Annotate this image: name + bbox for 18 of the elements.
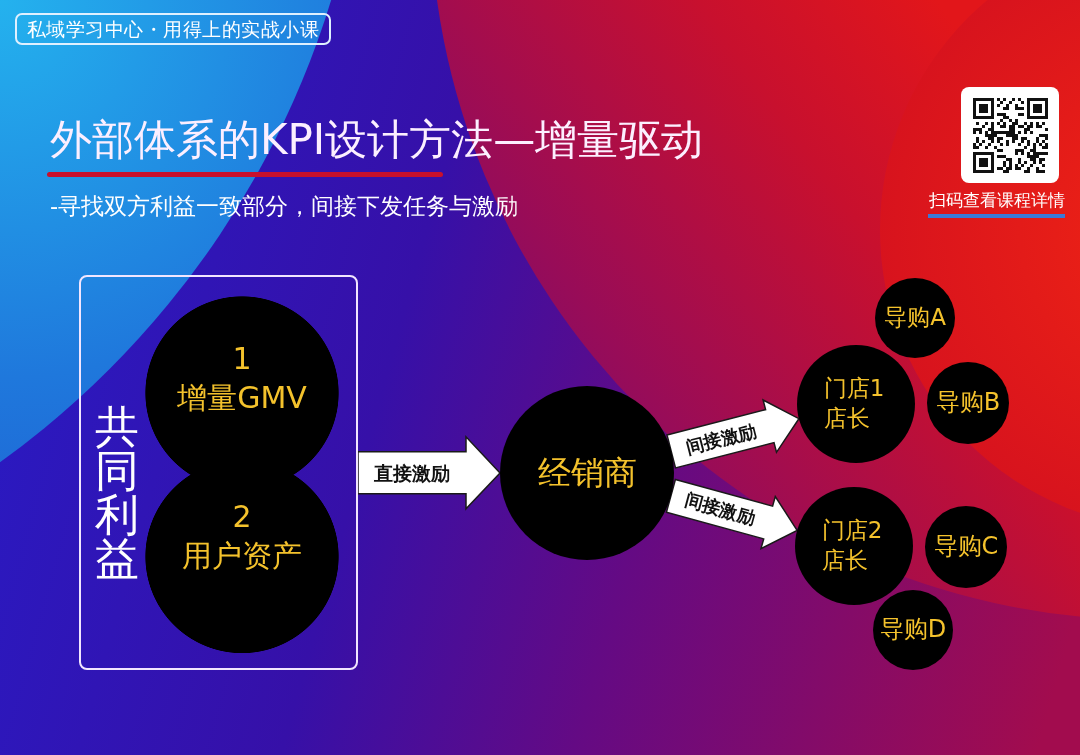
node-label: 门店1店长 xyxy=(823,374,886,433)
step-number: 1 xyxy=(232,340,252,379)
edge-label: 直接激励 xyxy=(373,461,451,485)
node-label: 增量GMV xyxy=(177,379,307,418)
step-number: 2 xyxy=(232,497,252,536)
node-label: 导购B xyxy=(935,387,1001,419)
subtitle: -寻找双方利益一致部分，间接下发任务与激励 xyxy=(50,192,519,221)
qr-caption: 扫码查看课程详情 xyxy=(929,190,1065,212)
node-label: 导购A xyxy=(884,303,946,333)
node-label: 导购C xyxy=(933,531,999,563)
vertical-label: 共同利益 xyxy=(95,405,139,581)
node-label: 导购D xyxy=(879,614,947,646)
title: 外部体系的KPI设计方法—增量驱动 xyxy=(50,115,704,165)
node-label: 门店2店长 xyxy=(821,516,884,575)
group-frame xyxy=(79,275,358,670)
course-tag: 私域学习中心・用得上的实战小课 xyxy=(15,13,331,45)
node-label: 经销商 xyxy=(537,451,637,494)
node-label: 用户资产 xyxy=(182,536,302,575)
